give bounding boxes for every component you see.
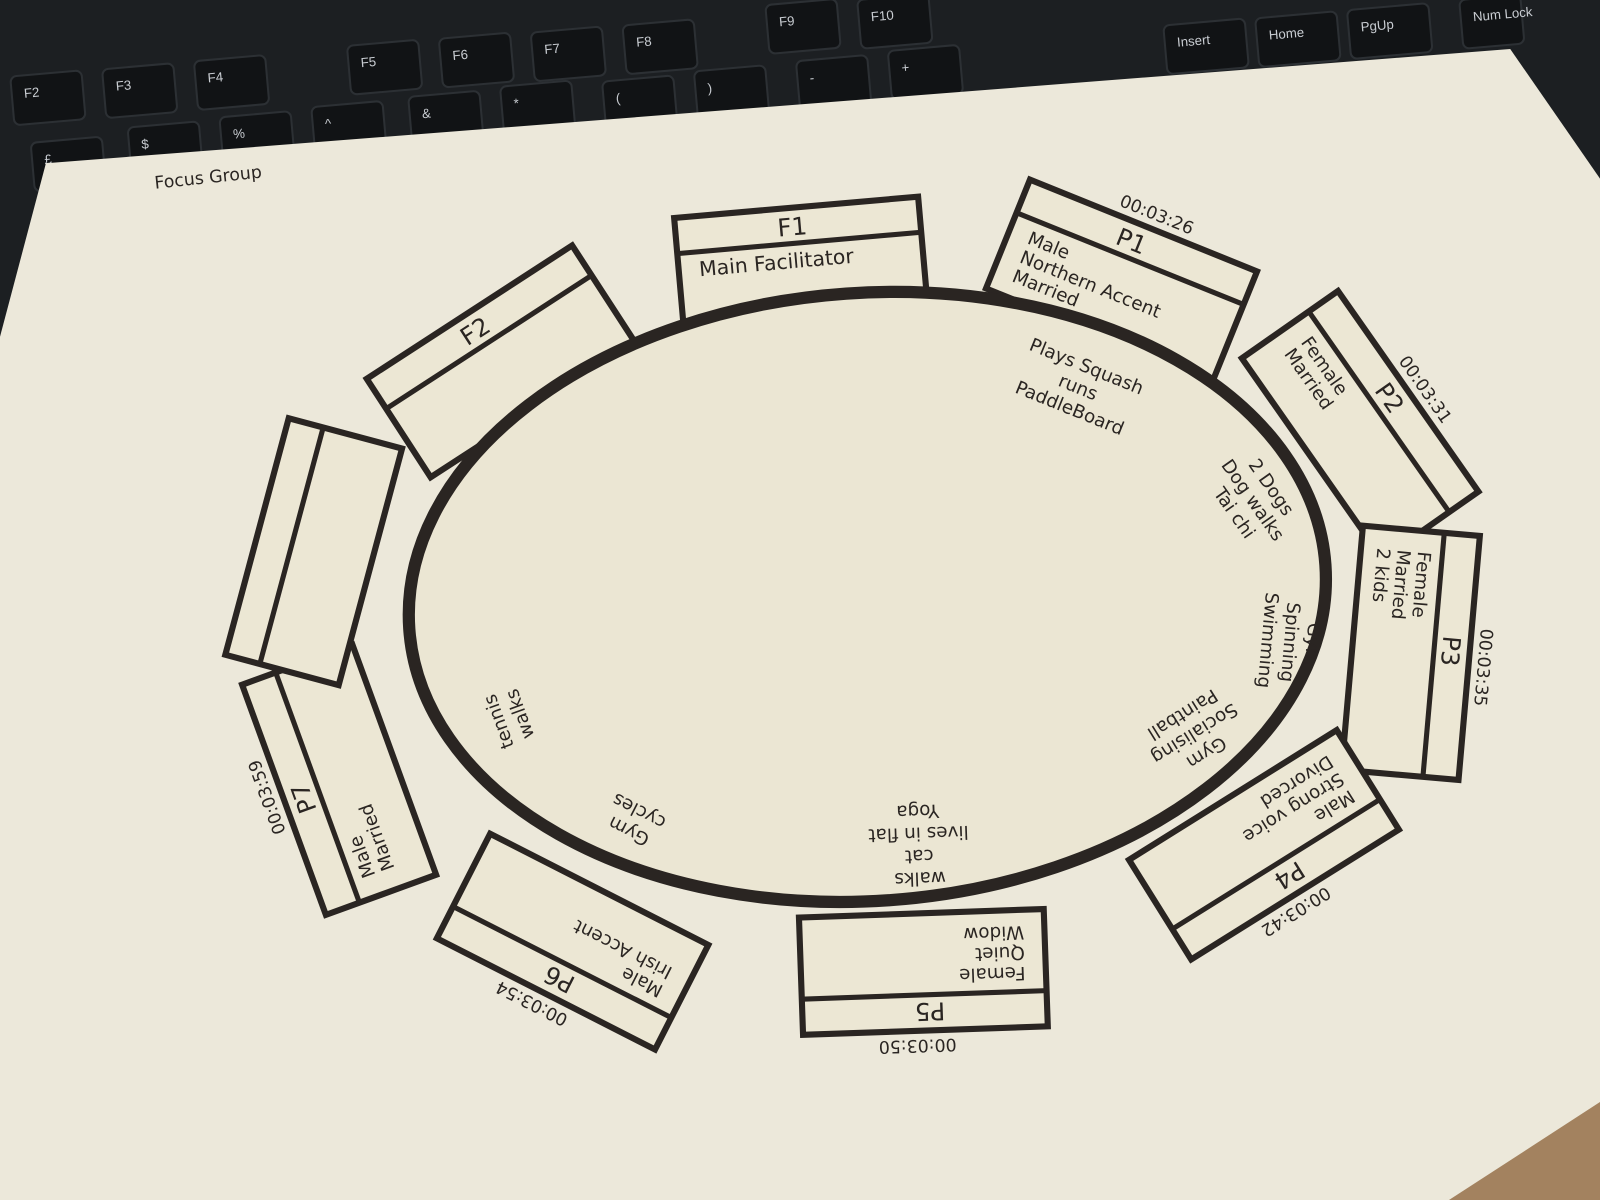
seat-divider (1170, 797, 1382, 932)
seat-detail: Quiet (975, 941, 1025, 964)
key-label: + (901, 60, 910, 76)
key-label: - (809, 70, 815, 85)
key-label: % (232, 126, 245, 142)
keyboard-key: F3 (101, 62, 178, 119)
key-label: * (513, 96, 519, 111)
key-label: Home (1268, 25, 1305, 43)
key-label: F3 (115, 77, 132, 93)
keyboard-key: F10 (856, 0, 934, 50)
seat-label: F1 (776, 211, 808, 242)
seat-box (1124, 725, 1404, 964)
key-label: PgUp (1360, 17, 1394, 35)
keyboard-key: F9 (764, 0, 842, 55)
keyboard-key: Insert (1162, 17, 1250, 75)
seat-box (432, 829, 713, 1054)
seat-empty (221, 414, 406, 689)
keyboard-key: + (887, 44, 964, 101)
key-label: ) (707, 80, 713, 95)
seat-box (795, 905, 1051, 1039)
keyboard-key: Num Lock (1458, 0, 1533, 50)
seat-detail: Female (959, 962, 1026, 985)
activity-item: cat (905, 845, 934, 867)
activity-item: lives in flat (868, 821, 969, 845)
key-label: Num Lock (1472, 4, 1533, 24)
seat-divider (1015, 210, 1245, 307)
seat-timestamp: 00:03:50 (878, 1034, 956, 1057)
key-label: ( (615, 91, 621, 106)
seat-divider (1306, 309, 1452, 514)
keyboard-key: F6 (438, 32, 515, 89)
seat-divider (257, 426, 326, 665)
key-label: ^ (324, 116, 332, 132)
seat-detail: Widow (963, 921, 1024, 944)
seat-divider (451, 904, 673, 1020)
keyboard-key: F5 (346, 39, 423, 96)
activity-item: Yoga (896, 799, 941, 822)
key-label: Insert (1176, 32, 1211, 50)
seat-divider (384, 273, 593, 411)
keyboard-key: Home (1254, 10, 1342, 68)
seat-box (1237, 286, 1483, 564)
keyboard-key: F4 (193, 54, 270, 111)
keyboard-key: - (795, 54, 872, 111)
key-label: F10 (870, 7, 894, 24)
seat-detail: 2 kids (1368, 547, 1394, 603)
keyboard-key: F2 (9, 69, 87, 126)
seat-box (1338, 522, 1484, 784)
keyboard-key: F8 (621, 18, 699, 75)
seat-divider (273, 671, 362, 904)
key-label: $ (141, 136, 150, 152)
key-label: F6 (452, 47, 469, 63)
activity-item: walks (894, 867, 946, 890)
seat-divider (801, 988, 1047, 1002)
key-label: F4 (207, 69, 224, 85)
key-label: F8 (636, 34, 653, 50)
key-label: F2 (23, 85, 40, 101)
keyboard-key: PgUp (1346, 2, 1434, 60)
seat-label: P3 (1435, 635, 1467, 668)
key-label: £ (44, 152, 53, 168)
seat-label: P5 (914, 996, 945, 1026)
key-label: F5 (360, 54, 377, 70)
table-ellipse (402, 285, 1333, 909)
key-label: & (421, 105, 431, 121)
seat-divider (677, 229, 922, 257)
keyboard-key: F7 (530, 25, 607, 82)
key-label: F7 (544, 41, 561, 57)
seat-divider (1420, 532, 1447, 778)
key-label: F9 (778, 13, 795, 29)
activity-item: Gym (1300, 622, 1325, 667)
